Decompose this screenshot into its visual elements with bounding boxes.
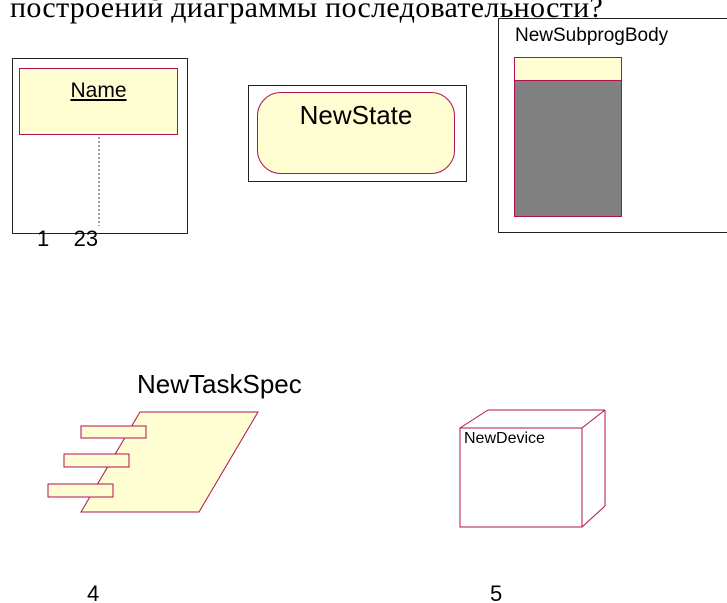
- device-number: 5: [490, 581, 503, 603]
- subprog-body-dark-block: [514, 80, 622, 217]
- object-name-label: Name: [70, 79, 127, 102]
- device-name-label: NewDevice: [464, 430, 545, 447]
- task-spec-number: 4: [87, 581, 100, 603]
- object-name-box[interactable]: Name: [19, 68, 178, 135]
- state-name-label: NewState: [299, 100, 413, 130]
- lifeline-numbers-label: 1 23: [37, 226, 99, 251]
- state-rounded-box[interactable]: NewState: [257, 92, 455, 174]
- task-spec-label: NewTaskSpec: [137, 369, 302, 399]
- subprog-body-label: NewSubprogBody: [515, 25, 669, 46]
